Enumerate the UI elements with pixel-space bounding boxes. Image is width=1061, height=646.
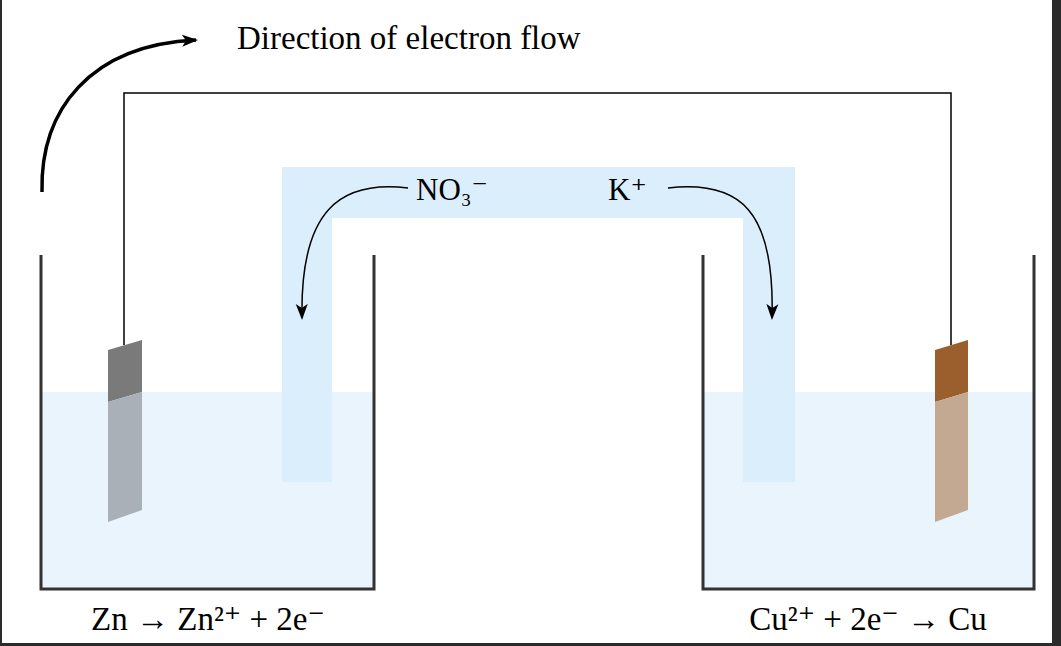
copper-solution [703,392,1034,589]
ion-label: NO₃⁻ [416,174,488,205]
half-reaction-label: Cu²⁺ + 2e⁻ → Cu [749,603,987,636]
half-reaction-label: Zn → Zn²⁺ + 2e⁻ [91,603,325,636]
nitrate-arrow [302,187,408,318]
zinc-electrode [108,340,142,402]
potassium-arrow [668,187,772,318]
copper-electrode [935,392,968,522]
zinc-electrode [108,392,142,522]
zinc-solution [41,392,374,589]
beaker [703,255,1034,589]
ion-label: K⁺ [608,174,647,205]
salt-bridge-leg [743,392,795,482]
electron-flow-label: Direction of electron flow [237,22,581,55]
wire [124,93,951,345]
beaker [41,255,374,589]
copper-electrode [935,340,968,402]
electron-flow-arrow [42,40,196,192]
salt-bridge-leg [282,392,332,482]
